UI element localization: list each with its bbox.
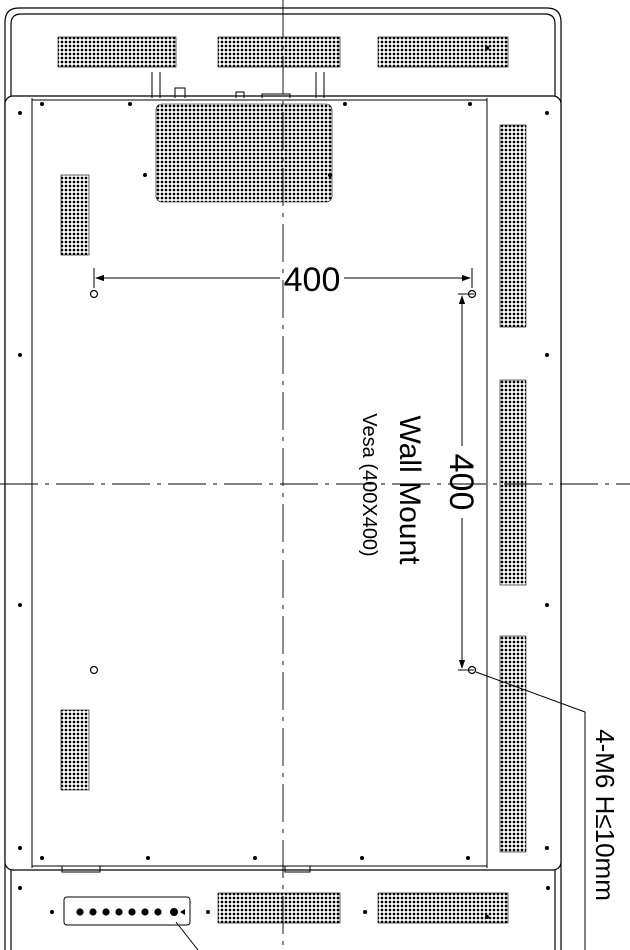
dimension-horizontal	[93, 268, 473, 288]
top-bracket	[151, 72, 325, 98]
io-port-panel	[63, 896, 191, 926]
dimension-vertical	[458, 293, 474, 671]
page-subtitle: Vesa (400X400)	[358, 413, 380, 556]
vent-grille-left-lower	[60, 709, 90, 791]
io-port-icon	[170, 908, 178, 916]
vent-grille-right-2	[499, 379, 527, 586]
io-port-icon	[76, 908, 84, 916]
dimension-vertical-label: 400	[442, 454, 480, 511]
io-port-icon	[128, 908, 136, 916]
screw-dot-icon	[18, 46, 550, 919]
io-port-icon	[89, 908, 97, 916]
circle-hole-icon	[89, 289, 99, 299]
screw-callout-label: 4-M6 H≤10mm	[590, 729, 620, 901]
io-port-icon	[102, 908, 110, 916]
dimension-horizontal-label: 400	[284, 261, 341, 299]
vent-grille-right-1	[499, 124, 527, 328]
vent-grille-bottom-center	[217, 892, 341, 924]
vent-grille-left-upper	[60, 174, 90, 256]
page-title: Wall Mount	[393, 416, 426, 566]
circle-hole-icon	[89, 665, 99, 675]
vent-grille-right-3	[499, 635, 527, 853]
io-port-icon	[141, 908, 149, 916]
vent-grille-main	[155, 103, 333, 203]
bottom-tabs	[61, 866, 311, 873]
io-port-icon	[115, 908, 123, 916]
callout-leader-line	[475, 671, 586, 950]
io-leader-line	[175, 921, 199, 950]
vent-grille-top-center	[217, 36, 341, 68]
vent-grille-top-right	[377, 36, 509, 68]
io-port-icon	[154, 908, 162, 916]
vent-grille-top-left	[57, 36, 177, 68]
vent-grille-bottom-right	[377, 892, 509, 924]
